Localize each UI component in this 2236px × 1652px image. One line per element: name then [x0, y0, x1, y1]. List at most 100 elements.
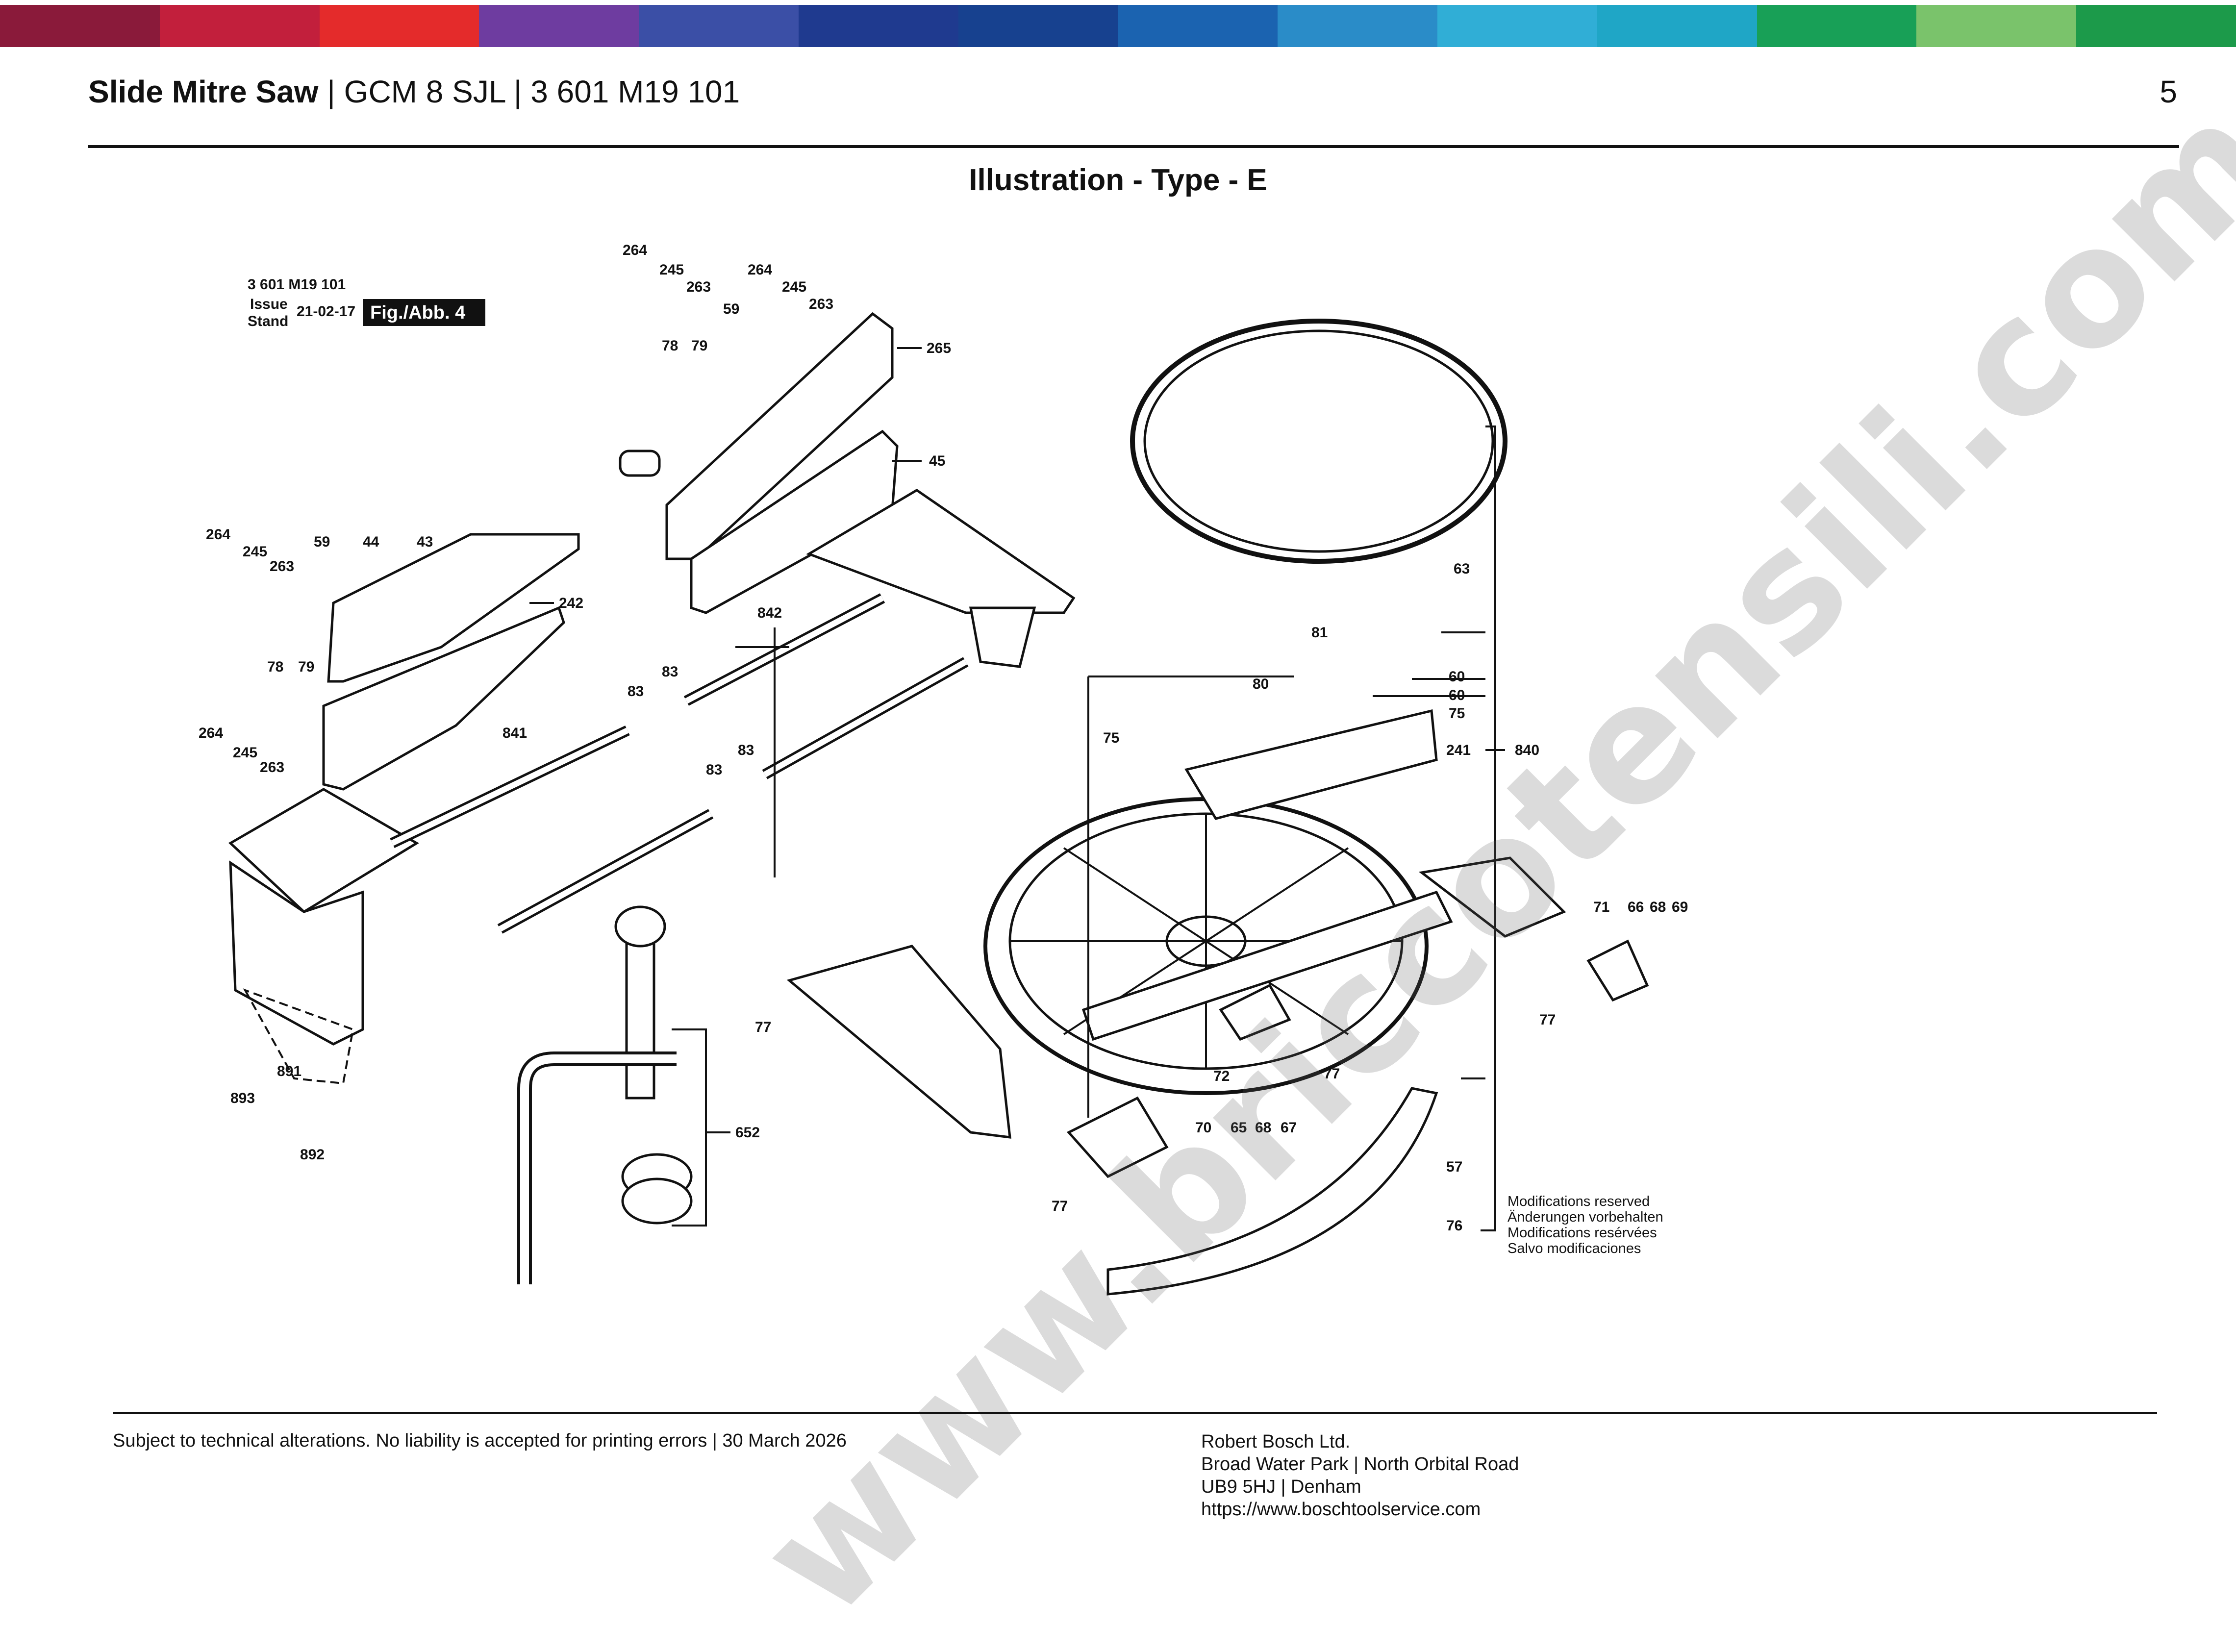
callout-265: 265 [927, 340, 951, 356]
callout-78: 78 [662, 338, 678, 354]
callout-245: 245 [243, 544, 267, 560]
callout-76: 76 [1446, 1218, 1462, 1234]
callout-68: 68 [1255, 1120, 1271, 1136]
callout-842: 842 [757, 605, 782, 621]
callout-891: 891 [277, 1063, 301, 1079]
callout-60: 60 [1449, 687, 1465, 703]
callout-893: 893 [230, 1090, 255, 1106]
exploded-view-drawing: 3 601 M19 101 Issue Stand 21-02-17 Fig./… [0, 216, 2236, 1392]
callout-264: 264 [199, 725, 223, 741]
modification-note-de: Änderungen vorbehalten [1507, 1209, 1663, 1225]
brand-bar-segment [958, 5, 1118, 47]
part-callouts: 264 245 263 264 245 263 59 78 79 265 45 … [199, 242, 1688, 1234]
callout-83: 83 [662, 664, 678, 680]
callout-840: 840 [1515, 742, 1539, 758]
brand-bar-segment [1278, 5, 1438, 47]
brand-bar-segment [0, 5, 160, 47]
brand-bar-segment [159, 5, 320, 47]
callout-892: 892 [300, 1147, 325, 1163]
callout-57: 57 [1446, 1159, 1462, 1175]
hold-down-clamp [517, 450, 693, 1284]
callout-245: 245 [782, 279, 806, 295]
brand-bar-segment [319, 5, 479, 47]
callout-43: 43 [417, 534, 433, 550]
callout-263: 263 [809, 296, 833, 312]
figure-title: Illustration - Type - E [969, 163, 1267, 197]
callout-245: 245 [659, 262, 684, 278]
header-divider [88, 145, 2179, 148]
callout-68: 68 [1650, 899, 1666, 915]
callout-264: 264 [748, 262, 772, 278]
brand-bar-segment [1757, 5, 1917, 47]
brand-bar-segment [2076, 5, 2236, 47]
brand-bar-segment [1118, 5, 1278, 47]
brand-color-bar [0, 5, 2236, 47]
stamp-fig-label: Fig./Abb. 4 [370, 302, 465, 323]
callout-60: 60 [1449, 669, 1465, 685]
callout-59: 59 [723, 301, 739, 317]
callout-66: 66 [1628, 899, 1644, 915]
brand-bar-segment [1597, 5, 1757, 47]
footer-divider [113, 1412, 2157, 1414]
callout-652: 652 [735, 1125, 760, 1141]
brand-bar-segment [639, 5, 799, 47]
callout-80: 80 [1253, 676, 1269, 692]
callout-75: 75 [1103, 730, 1119, 746]
turntable-assembly [786, 319, 1649, 1296]
document-title: Slide Mitre Saw | GCM 8 SJL | 3 601 M19 … [88, 74, 740, 109]
left-fence-assembly [228, 533, 580, 1085]
footer-disclaimer: Subject to technical alterations. No lia… [113, 1430, 847, 1451]
callout-77: 77 [1324, 1066, 1340, 1082]
product-name: Slide Mitre Saw [88, 74, 319, 109]
address-line-1: Broad Water Park | North Orbital Road [1201, 1454, 1519, 1475]
callout-44: 44 [363, 534, 379, 550]
callout-65: 65 [1231, 1120, 1247, 1136]
callout-242: 242 [559, 595, 583, 611]
modification-note-fr: Modifications resérvées [1507, 1225, 1657, 1241]
page-number: 5 [2160, 74, 2177, 109]
revision-stamp: 3 601 M19 101 Issue Stand 21-02-17 Fig./… [248, 276, 485, 329]
brand-bar-segment [798, 5, 958, 47]
fig-label-box [363, 299, 485, 326]
company-name: Robert Bosch Ltd. [1201, 1431, 1351, 1452]
address-line-2: UB9 5HJ | Denham [1201, 1477, 1361, 1497]
brand-bar-segment [479, 5, 639, 47]
callout-264: 264 [623, 242, 647, 258]
callout-67: 67 [1281, 1120, 1297, 1136]
callout-77: 77 [1052, 1198, 1068, 1214]
modification-note-es: Salvo modificaciones [1507, 1241, 1641, 1256]
callout-83: 83 [738, 742, 754, 758]
callout-263: 263 [260, 759, 284, 776]
stamp-part-number: 3 601 M19 101 [248, 276, 346, 293]
callout-263: 263 [686, 279, 711, 295]
stamp-stand: Stand [248, 313, 288, 329]
leader-lines [529, 347, 1505, 1231]
callout-59: 59 [314, 534, 330, 550]
modification-note-en: Modifications reserved [1507, 1194, 1650, 1209]
callout-63: 63 [1454, 561, 1470, 577]
right-fence-assembly [665, 312, 1076, 668]
guide-rods [390, 593, 969, 934]
callout-245: 245 [233, 745, 257, 761]
callout-83: 83 [706, 762, 722, 778]
brand-bar-segment [1437, 5, 1597, 47]
modifications-note: Modifications reserved Änderungen vorbeh… [1507, 1194, 1663, 1256]
footer-address: Robert Bosch Ltd. Broad Water Park | Nor… [1201, 1430, 1519, 1521]
callout-45: 45 [929, 453, 945, 469]
part-number: 3 601 M19 101 [530, 74, 740, 109]
callout-77: 77 [1539, 1012, 1556, 1028]
callout-81: 81 [1311, 625, 1328, 641]
callout-263: 263 [270, 558, 294, 575]
stamp-issue: Issue [250, 296, 288, 312]
callout-241: 241 [1446, 742, 1471, 758]
callout-841: 841 [502, 725, 527, 741]
callout-79: 79 [691, 338, 707, 354]
callout-70: 70 [1195, 1120, 1211, 1136]
callout-79: 79 [298, 659, 314, 675]
model-name: GCM 8 SJL [344, 74, 505, 109]
callout-77: 77 [755, 1019, 771, 1035]
website-link[interactable]: https://www.boschtoolservice.com [1201, 1499, 1481, 1520]
callout-264: 264 [206, 526, 230, 543]
callout-78: 78 [267, 659, 283, 675]
callout-72: 72 [1213, 1068, 1230, 1084]
